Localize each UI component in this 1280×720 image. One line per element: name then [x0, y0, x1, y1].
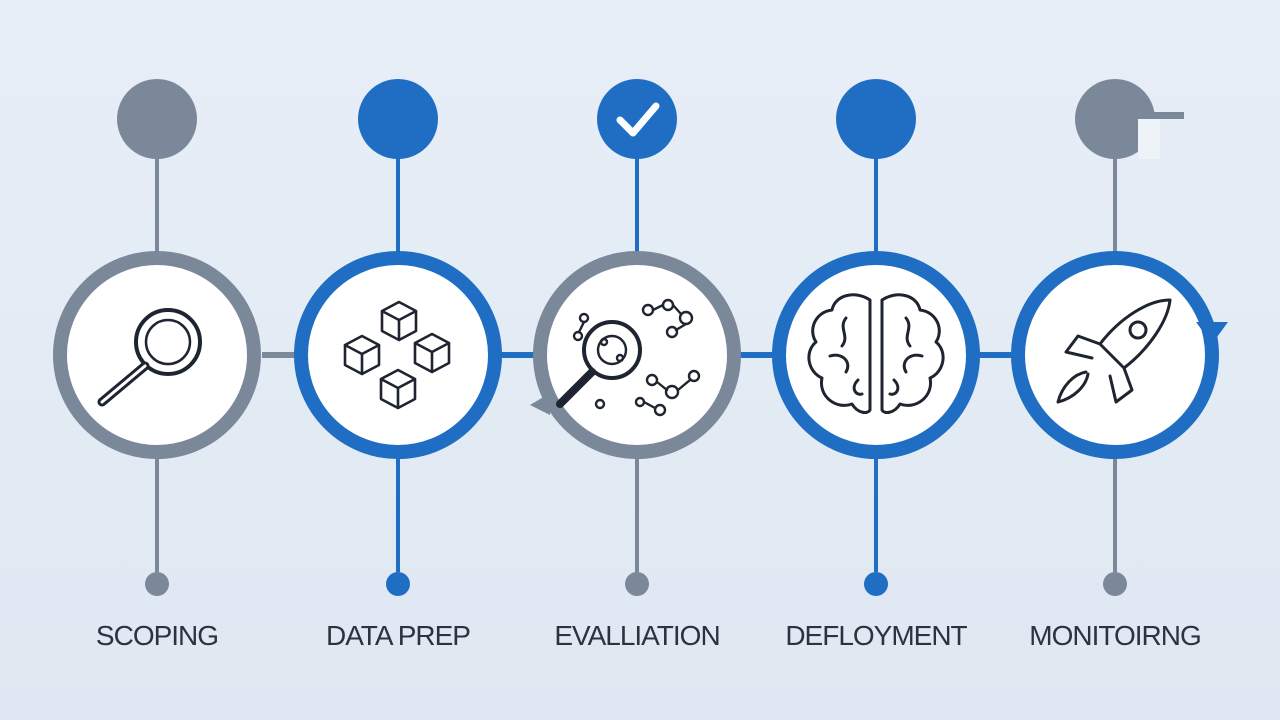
stage-monitoring-top-dot: [1075, 79, 1155, 159]
stage-label-evaluation: EVALLIATION: [554, 620, 720, 651]
stage-label-data-prep: DATA PREP: [325, 620, 471, 651]
stage-evaluation-bottom-dot: [625, 572, 649, 596]
stage-data-prep: [294, 79, 502, 596]
stage-monitoring-disc: [1011, 251, 1219, 459]
stage-monitoring: [1011, 79, 1228, 596]
stage-scoping: [53, 79, 261, 596]
magnifier-network-icon: [556, 298, 701, 417]
rocket-icon: [1056, 298, 1172, 404]
stage-data-prep-top-dot: [358, 79, 438, 159]
stage-data-prep-bottom-dot: [386, 572, 410, 596]
stage-deployment-disc: [772, 251, 980, 459]
stage-scoping-top-dot: [117, 79, 197, 159]
stage-deployment: [772, 79, 980, 596]
stage-deployment-bottom-dot: [864, 572, 888, 596]
cycle-arrow-icon: [1196, 322, 1228, 344]
stage-scoping-disc: [53, 251, 261, 459]
stage-data-prep-disc: [294, 251, 502, 459]
magnifier-icon: [97, 308, 202, 407]
stage-evaluation-disc: [533, 251, 741, 459]
stage-label-monitoring: MONITOIRNG: [1029, 620, 1201, 651]
stage-label-scoping: SCOPING: [95, 620, 219, 651]
cycle-arrow-icon: [530, 392, 552, 415]
stage-evaluation: [530, 79, 741, 596]
stage-scoping-bottom-dot: [145, 572, 169, 596]
stage-label-deployment: DEFLOYMENT: [785, 620, 967, 651]
flag-icon: [1138, 112, 1184, 159]
cubes-icon: [343, 300, 451, 410]
stage-evaluation-top-dot: [597, 79, 677, 159]
stage-deployment-top-dot: [836, 79, 916, 159]
check-icon: [616, 102, 660, 137]
brain-icon: [807, 293, 945, 414]
stage-monitoring-bottom-dot: [1103, 572, 1127, 596]
